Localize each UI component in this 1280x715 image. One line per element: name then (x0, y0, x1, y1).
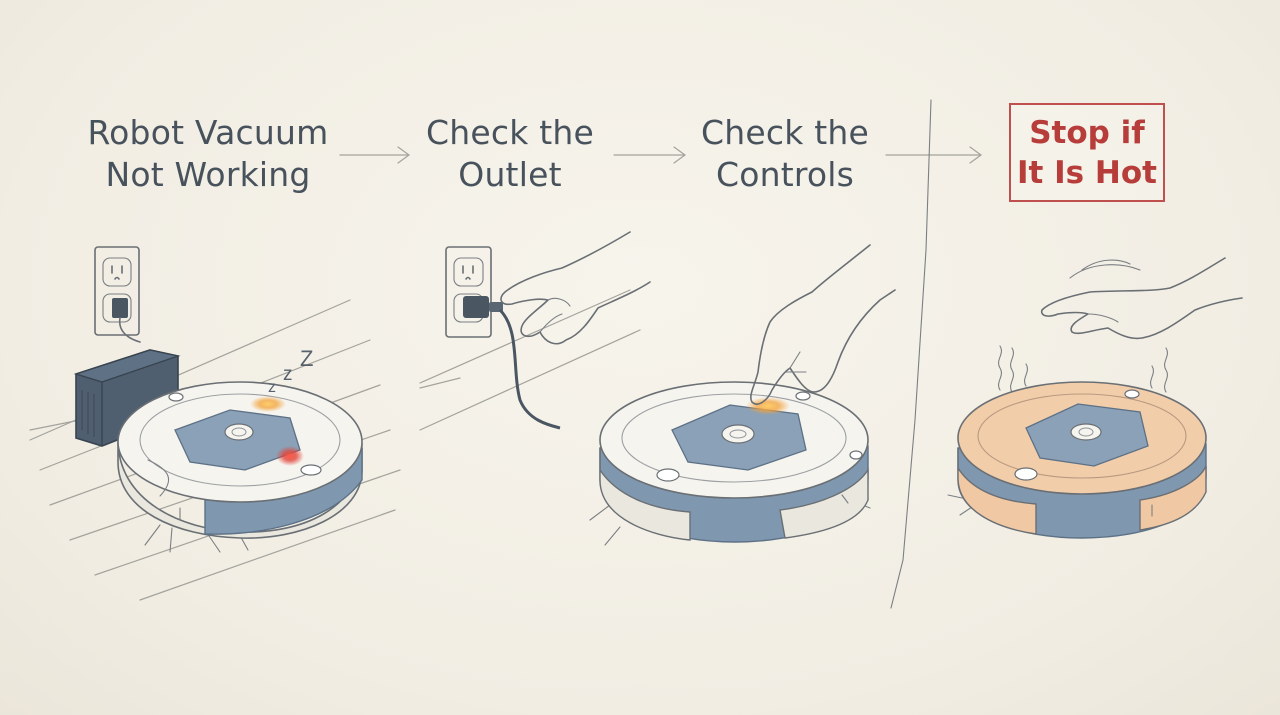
status-led-amber (746, 397, 790, 415)
hand-icon (1040, 257, 1243, 340)
heat-waves-icon (998, 259, 1168, 393)
sleep-mark-2: z (283, 364, 293, 385)
step-3-line-2: Controls (715, 155, 855, 194)
sleep-mark-3: Z (300, 346, 313, 371)
status-led-red (276, 446, 304, 466)
robot-vacuum-icon (589, 381, 871, 546)
sleep-mark-1: z (268, 379, 276, 396)
power-plug-icon (463, 296, 561, 430)
warning-line-2: It Is Hot (1017, 155, 1157, 191)
panel-divider (890, 99, 932, 609)
step-1-line-2: Not Working (105, 155, 311, 194)
hand-icon (500, 231, 651, 345)
step-3-label: Check the Controls (680, 112, 890, 196)
step-2-line-1: Check the (426, 113, 594, 152)
hand-icon (750, 244, 896, 405)
status-led-amber (250, 396, 286, 412)
step-3-line-1: Check the (701, 113, 869, 152)
warning-box: Stop if It Is Hot (1009, 103, 1165, 202)
step-1-label: Robot Vacuum Not Working (80, 112, 336, 196)
step-2-label: Check the Outlet (400, 112, 620, 196)
robot-vacuum-icon (947, 381, 1207, 539)
arrow-right-icon (613, 146, 687, 164)
arrow-right-icon (339, 146, 411, 164)
step-1-line-1: Robot Vacuum (87, 113, 329, 152)
wall-outlet-icon (94, 246, 140, 336)
floorboards (419, 289, 641, 431)
power-plug-icon (112, 298, 141, 343)
sleep-marks: z z Z (268, 346, 313, 396)
wall-outlet-icon (445, 246, 492, 338)
step-2-line-2: Outlet (458, 155, 562, 194)
robot-vacuum-icon (117, 381, 363, 553)
arrow-right-icon (885, 146, 983, 164)
warning-line-1: Stop if (1029, 115, 1145, 151)
